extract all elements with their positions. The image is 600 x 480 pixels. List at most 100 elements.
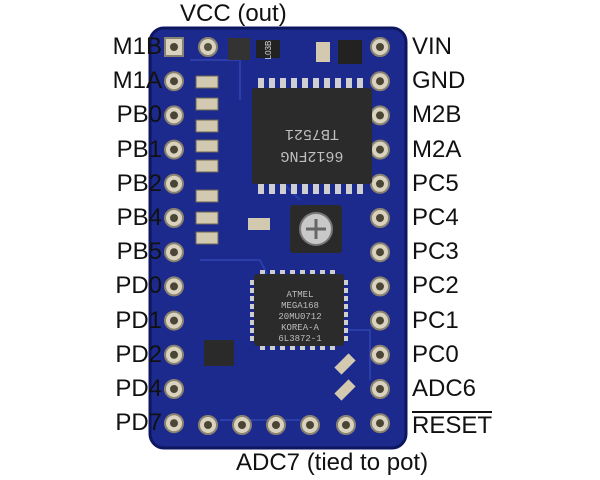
left-pin-label-pb4: PB4 [116, 204, 162, 231]
mcu-pin [344, 312, 348, 317]
right-pin-label-vin: VIN [412, 33, 453, 60]
left-pin-label-m1a: M1A [112, 67, 162, 95]
pad-pc1-hole [376, 316, 384, 325]
pad-pb0-hole [170, 111, 178, 120]
vcc-pad-hole [204, 43, 212, 51]
mcu-pin [250, 280, 254, 285]
mcu-pin [330, 346, 335, 350]
pad-m2a-hole [376, 145, 384, 154]
right-pin-label-gnd: GND [412, 67, 466, 95]
smd-right-3 [248, 218, 270, 230]
mcu-pin [270, 270, 275, 274]
driver-chip [252, 88, 372, 184]
mcu-pin [250, 304, 254, 309]
mcu-text-2: MEGA168 [281, 301, 319, 311]
mcu-pin [344, 280, 348, 285]
right-pin-label-pc4: PC4 [412, 204, 459, 231]
small-ic-label-chip [256, 40, 280, 58]
left-pin-label-pb2: PB2 [116, 169, 162, 197]
mcu-pin [310, 346, 315, 350]
mcu-pin [250, 288, 254, 293]
pad-pb1-hole [170, 145, 178, 154]
mcu-pin [300, 270, 305, 274]
driver-pin [346, 184, 352, 194]
driver-pin [324, 184, 330, 194]
right-pin-label-pc2: PC2 [412, 272, 459, 300]
driver-pin [269, 184, 275, 194]
driver-pin [357, 184, 363, 194]
mcu-pin [344, 288, 348, 293]
mcu-pin [344, 336, 348, 341]
pad-pd0-hole [170, 282, 178, 291]
driver-pin [280, 184, 286, 194]
mcu-pin [344, 296, 348, 301]
driver-pin [324, 78, 330, 88]
driver-pin [335, 78, 341, 88]
mcu-pin [280, 346, 285, 350]
right-pin-label-reset: RESET [412, 411, 493, 440]
mcu-pin [250, 336, 254, 341]
left-pin-label-pd7: PD7 [115, 409, 162, 437]
mcu-chip [254, 274, 344, 346]
driver-pin [258, 78, 264, 88]
pad-pc5-hole [376, 179, 384, 188]
mcu-text-3: 20MU0712 [278, 312, 321, 322]
mcu-pin [330, 270, 335, 274]
potentiometer-slot [306, 219, 326, 239]
mcu-pin [260, 270, 265, 274]
pad-adc6-hole [376, 385, 384, 393]
pad-pd4-hole [170, 385, 178, 393]
left-pin-label-pd1: PD1 [115, 306, 162, 334]
left-pads [164, 37, 184, 434]
small-ic-2 [316, 42, 330, 62]
right-pin-label-pc1: PC1 [412, 306, 459, 334]
right-pin-label-pc0: PC0 [412, 340, 459, 368]
mcu-pin [320, 270, 325, 274]
mcu-pin [250, 320, 254, 325]
mcu-pin [290, 270, 295, 274]
pad-pd2-hole [170, 350, 178, 359]
bottom-pad-2-hole [238, 421, 246, 429]
pad-pb5-hole [170, 248, 178, 257]
mcu-pin [344, 328, 348, 333]
bottom-label: ADC7 (tied to pot) [236, 449, 429, 476]
mcu-pin [310, 270, 315, 274]
driver-pin [258, 184, 264, 194]
small-ic-label: L03B [264, 41, 273, 60]
mcu-pin [320, 346, 325, 350]
mcu-text-4: KOREA-A [281, 323, 319, 333]
driver-pin [357, 78, 363, 88]
left-pin-label-pd2: PD2 [115, 340, 162, 368]
driver-chip-text-2: 6612FNG [280, 147, 343, 164]
small-soic [204, 340, 234, 366]
pad-pd1-hole [170, 316, 178, 325]
mcu-pin [280, 270, 285, 274]
bottom-pad-5-hole [342, 421, 350, 429]
driver-pin [302, 184, 308, 194]
driver-pin [313, 78, 319, 88]
pad-pb2-hole [170, 179, 178, 188]
small-ic-1 [228, 38, 250, 60]
bottom-pads [198, 415, 356, 435]
right-pin-label-adc6: ADC6 [412, 375, 477, 402]
smd-right-2 [334, 379, 356, 401]
pad-vin-hole [376, 43, 384, 51]
pad-pc4-hole [376, 214, 384, 222]
mcu-pin [290, 346, 295, 350]
pad-gnd-hole [376, 77, 384, 86]
mcu-pin [344, 304, 348, 309]
left-pin-label-pd4: PD4 [115, 375, 162, 402]
left-pin-label-pd0: PD0 [115, 272, 162, 300]
driver-pin [313, 184, 319, 194]
pad-pc3-hole [376, 248, 384, 257]
driver-pin [280, 78, 286, 88]
left-pin-label-pb0: PB0 [116, 101, 162, 129]
pad-pc2-hole [376, 282, 384, 291]
driver-pin [346, 78, 352, 88]
left-pin-label-m1b: M1B [112, 33, 162, 60]
mcu-text-5: 6L3872-1 [278, 334, 321, 344]
mcu-pins [250, 270, 348, 350]
mcu-pin [344, 320, 348, 325]
